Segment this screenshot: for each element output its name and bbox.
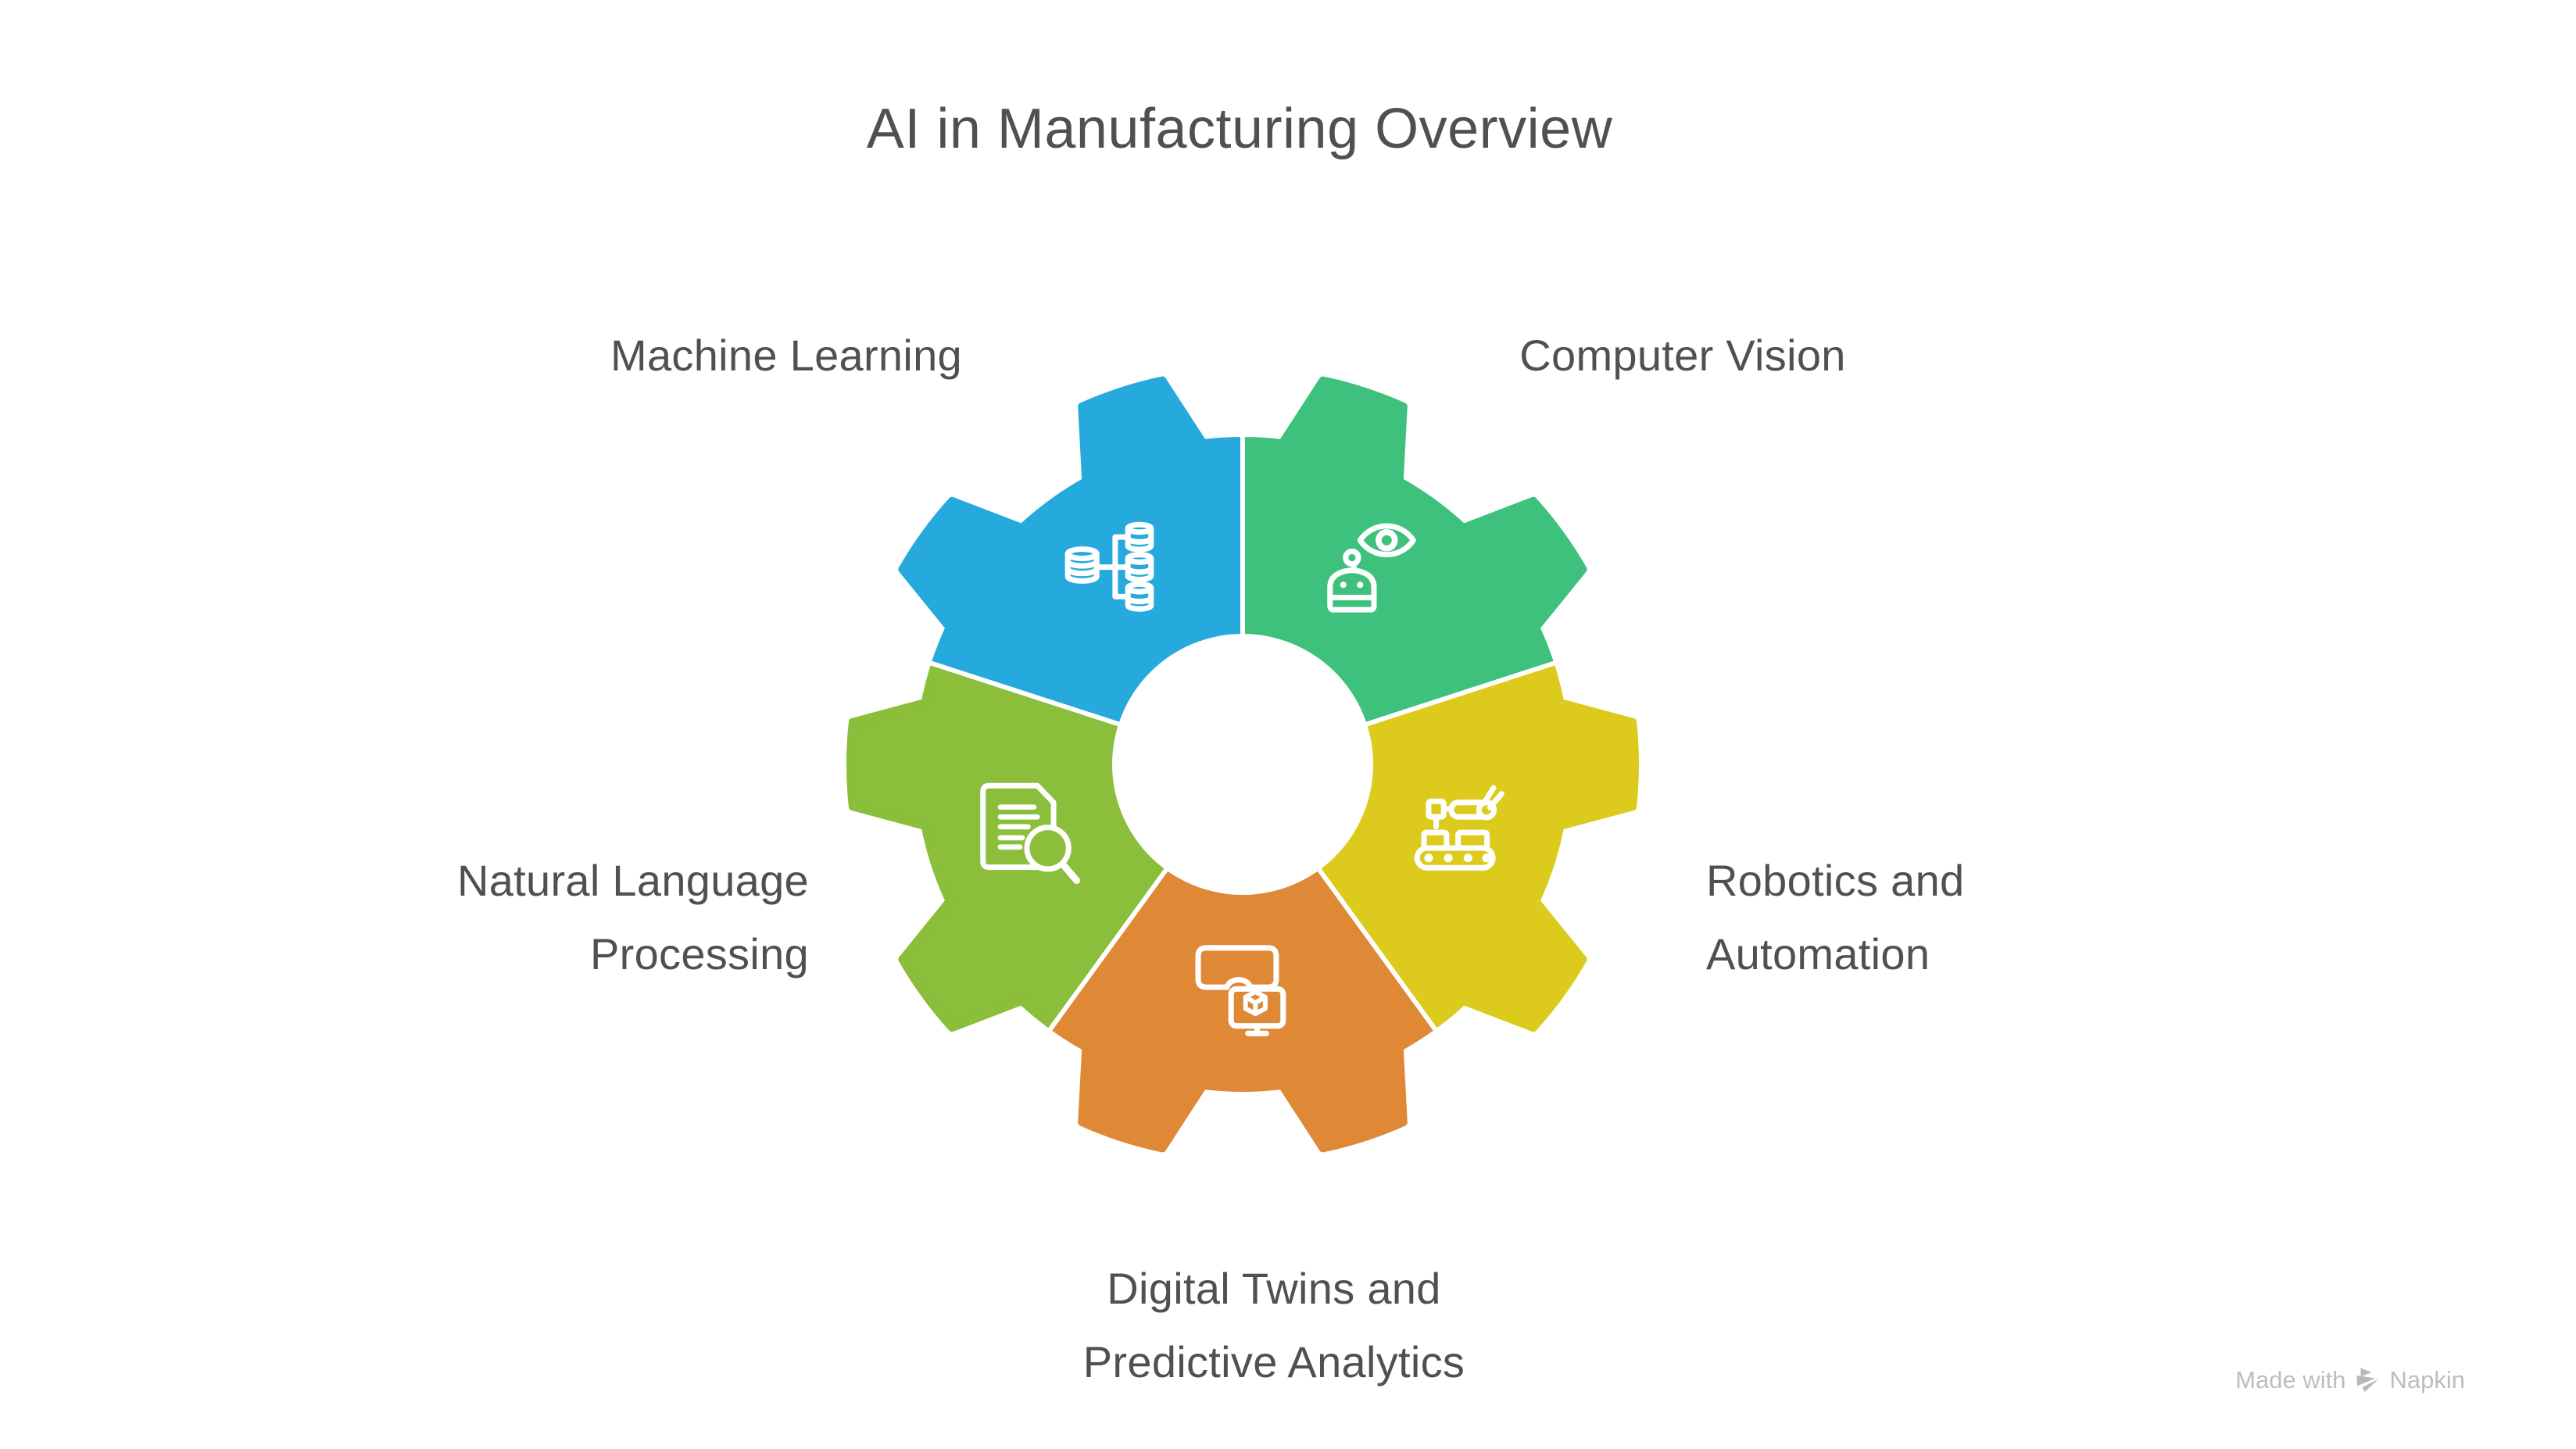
label-line: Robotics and <box>1706 856 1965 905</box>
label-line: Natural Language <box>456 856 809 905</box>
vr-headset-monitor-icon <box>1195 945 1286 1036</box>
label-digital-twins: Digital Twins and Predictive Analytics <box>961 1252 1587 1399</box>
label-line: Digital Twins and <box>1107 1264 1441 1313</box>
label-natural-language-processing: Natural Language Processing <box>262 844 809 991</box>
gear-segment-natural-language-processing <box>846 581 1243 1153</box>
document-search-icon <box>980 782 1081 885</box>
database-network-icon <box>1064 521 1154 612</box>
label-line: Predictive Analytics <box>1082 1337 1465 1386</box>
gear-segment-computer-vision <box>1243 376 1640 764</box>
label-line: Processing <box>589 929 809 979</box>
label-computer-vision: Computer Vision <box>1370 319 1995 392</box>
label-line: Automation <box>1706 929 1930 979</box>
robot-vision-icon <box>1327 523 1416 613</box>
robot-arm-conveyor-icon <box>1414 785 1504 871</box>
label-line: Computer Vision <box>1519 331 1846 380</box>
napkin-logo-icon <box>2356 1368 2379 1392</box>
made-with-napkin-watermark: Made with Napkin <box>2235 1366 2465 1394</box>
label-line: Machine Learning <box>610 331 962 380</box>
page-title: AI in Manufacturing Overview <box>866 98 1613 160</box>
watermark-brand: Napkin <box>2389 1366 2466 1394</box>
label-machine-learning: Machine Learning <box>474 319 1099 392</box>
watermark-text: Made with <box>2235 1366 2346 1394</box>
gear-hub <box>1112 634 1373 895</box>
label-robotics-and-automation: Robotics and Automation <box>1706 844 2300 991</box>
